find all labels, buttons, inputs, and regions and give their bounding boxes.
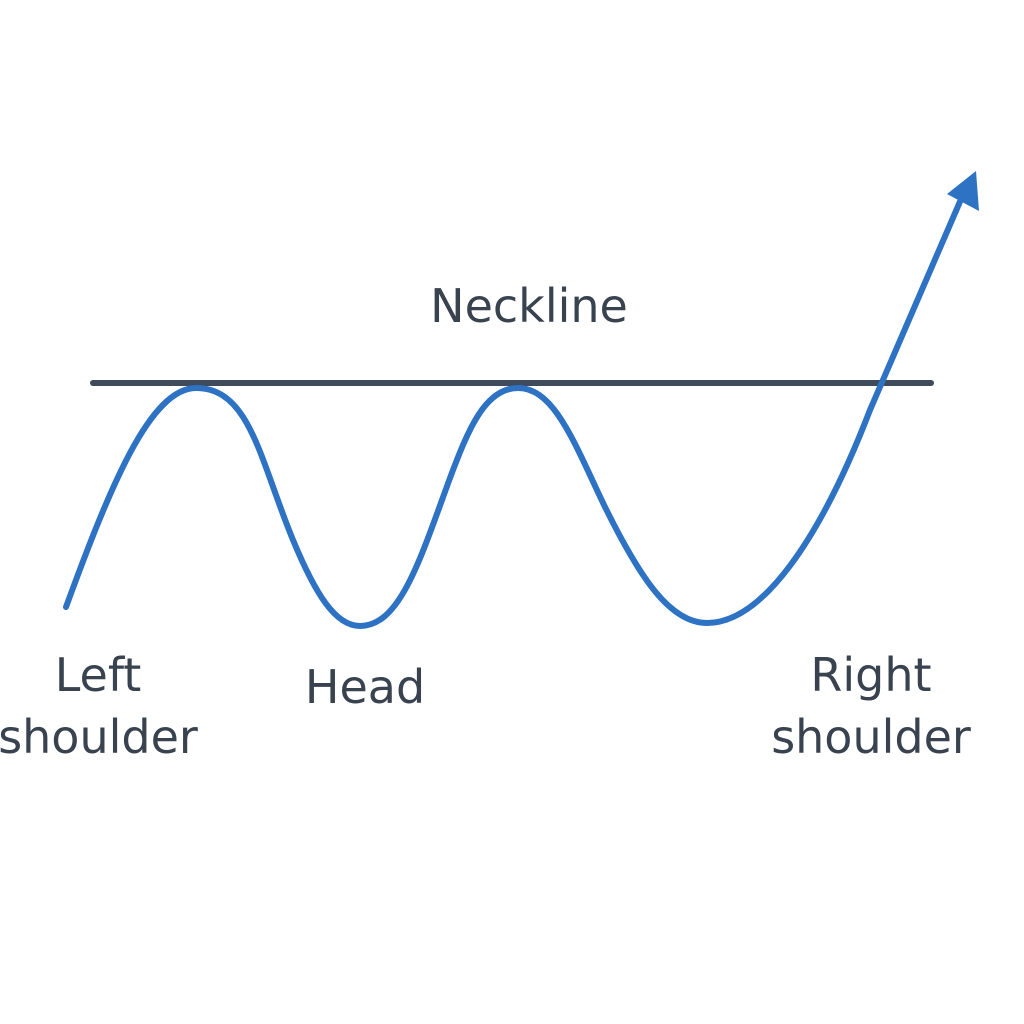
neckline-label: Neckline [430, 279, 628, 333]
left-shoulder-label-line2: shoulder [0, 710, 198, 764]
price-curve [63, 187, 968, 629]
head-label: Head [304, 660, 426, 714]
up-arrow-icon [947, 171, 979, 211]
right-shoulder-label-line2: shoulder [771, 710, 971, 764]
left-shoulder-label-line1: Left [54, 648, 142, 702]
left-shoulder-label: Left shoulder [0, 644, 198, 768]
right-shoulder-label: Right shoulder [771, 644, 971, 768]
right-shoulder-label-line1: Right [810, 648, 932, 702]
